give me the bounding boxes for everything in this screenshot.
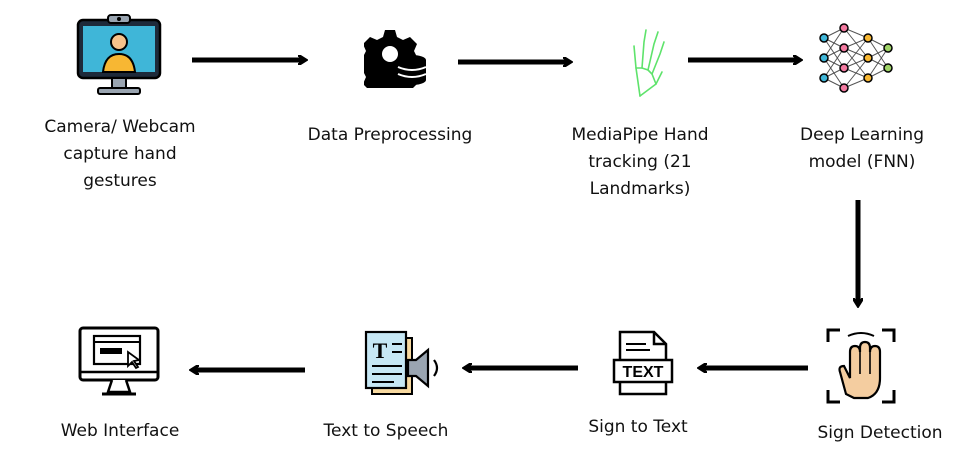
speaker-document-icon: T <box>364 330 439 395</box>
webcam-monitor-icon <box>76 14 162 95</box>
node-preprocessing-label: Data Preprocessing <box>307 125 473 145</box>
node-camera-label: Camera/ Webcam capture hand gestures <box>44 117 196 191</box>
node-mediapipe-label: MediaPipe Hand tracking (21 Landmarks) <box>571 125 709 199</box>
hand-scan-icon <box>826 328 896 404</box>
node-web-interface-label: Web Interface <box>60 421 180 441</box>
monitor-browser-icon <box>78 326 160 396</box>
node-text-to-speech-label: Text to Speech <box>323 421 449 441</box>
speaker-document-label: T <box>373 338 388 363</box>
hand-landmark-icon <box>633 29 665 97</box>
gear-database-icon <box>364 30 427 88</box>
neural-network-icon <box>819 23 893 93</box>
text-document-icon: TEXT <box>612 330 674 396</box>
node-model-label: Deep Learning model (FNN) <box>799 125 924 172</box>
node-sign-to-text-label: Sign to Text <box>588 417 688 437</box>
node-detection-label: Sign Detection <box>817 423 943 443</box>
text-document-label: TEXT <box>623 364 664 381</box>
